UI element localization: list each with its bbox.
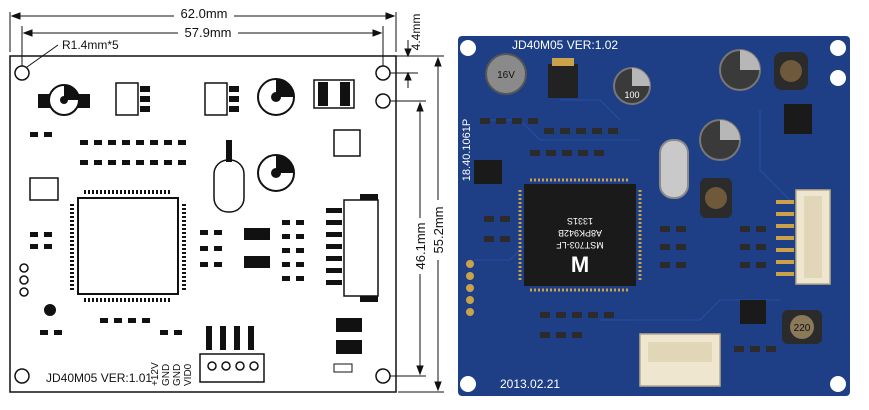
- dim-hole-radius-label: R1.4mm*5: [62, 38, 119, 52]
- right-inductor-top: [774, 52, 808, 90]
- right-small-ic-2: [784, 104, 812, 134]
- left-jumper-pins: [19, 263, 29, 297]
- left-regulator-1: [115, 82, 139, 116]
- hole-bottom-left: [14, 368, 30, 384]
- left-small-ic: [29, 177, 59, 201]
- left-capacitor-1: [38, 84, 90, 116]
- dim-board-width-label: 62.0mm: [181, 6, 228, 21]
- right-hole-bottom-right: [830, 376, 846, 392]
- chip-logo: M: [571, 252, 589, 277]
- left-regulator-2: [204, 82, 228, 116]
- right-small-ic-1: [474, 160, 502, 184]
- right-inductor-mid: [700, 178, 732, 218]
- pin-label-4: VID0: [183, 363, 194, 386]
- dim-board-height-label: 55.2mm: [431, 207, 446, 254]
- right-hole-right-mid: [830, 70, 846, 86]
- dim-hole-spacing-label: 57.9mm: [185, 25, 232, 40]
- left-capacitor-2: [257, 78, 295, 116]
- right-model-label: JD40M05 VER:1.02: [512, 38, 618, 52]
- chip-marking-line-3: 1331S: [567, 216, 593, 226]
- left-crystal: [213, 159, 245, 213]
- pin-label-2: GND: [161, 364, 172, 386]
- right-hole-top-right: [830, 40, 846, 56]
- right-capacitor-3: [719, 49, 761, 91]
- left-components: [19, 78, 379, 383]
- right-board-photo: JD40M05 VER:1.02 18.40.1061P 2013.02.21 …: [458, 36, 850, 396]
- hole-top-right: [375, 65, 391, 81]
- right-inductor-bottom: 220: [782, 310, 822, 344]
- hole-top-left: [14, 65, 30, 81]
- dim-hole-vertical-label: 46.1mm: [413, 223, 428, 270]
- right-crystal: [659, 139, 689, 199]
- inductor-marking: 220: [794, 323, 811, 334]
- right-hole-bottom-left: [460, 376, 476, 392]
- right-main-chip: M MST703-LF A8PK942B 1331S: [518, 178, 642, 292]
- cap-marking-voltage: 16V: [497, 70, 515, 81]
- pin-label-1: +12V: [150, 362, 161, 386]
- right-mounting-holes: [460, 40, 846, 392]
- chip-marking-line-2: A8PK942B: [558, 228, 602, 238]
- right-side-connector: [795, 189, 831, 285]
- left-main-chip: [77, 197, 179, 295]
- hole-bottom-right: [375, 368, 391, 384]
- right-side-code: 18.40.1061P: [461, 119, 473, 181]
- left-technical-drawing: 62.0mm 57.9mm R1.4mm*5 4.4mm: [9, 5, 447, 393]
- right-power-connector: [639, 333, 721, 387]
- left-pin-labels: +12V GND GND VID0: [150, 362, 194, 386]
- right-regulator: [548, 64, 578, 98]
- left-side-connector: [343, 199, 379, 297]
- right-hole-top-left: [460, 40, 476, 56]
- hole-right-mid: [375, 93, 391, 109]
- pin-label-3: GND: [172, 364, 183, 386]
- right-small-ic-3: [740, 300, 766, 324]
- right-capacitor-1: 16V: [485, 53, 527, 95]
- chip-marking-line-1: MST703-LF: [556, 240, 604, 250]
- right-capacitor-4: [699, 119, 741, 161]
- right-date-code: 2013.02.21: [500, 377, 560, 391]
- right-capacitor-2: 100: [613, 67, 651, 105]
- left-model-label: JD40M05 VER:1.01: [46, 371, 152, 385]
- cap-marking-value: 100: [624, 90, 639, 100]
- left-ic-right: [333, 129, 361, 157]
- dim-top-offset-label: 4.4mm: [409, 14, 423, 51]
- left-capacitor-3: [257, 154, 295, 192]
